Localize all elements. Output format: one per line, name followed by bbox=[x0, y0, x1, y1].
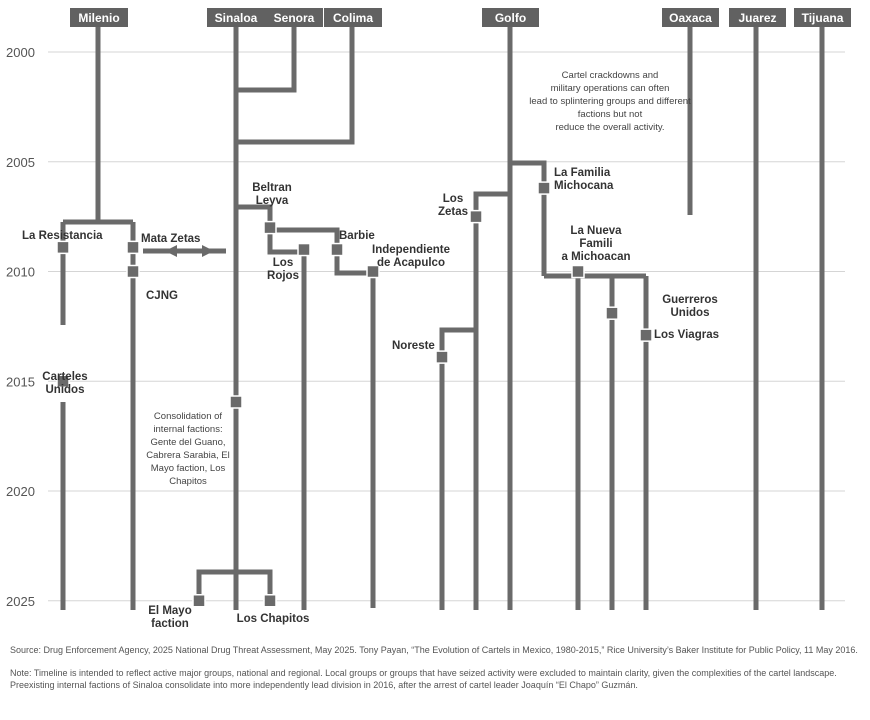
methodology-note: Note: Timeline is intended to reflect ac… bbox=[10, 668, 837, 690]
colima-merge bbox=[236, 22, 355, 145]
header-colima bbox=[324, 8, 382, 27]
node-el-mayo-faction bbox=[192, 594, 206, 608]
header-label-oaxaca: Oaxaca bbox=[669, 11, 712, 25]
year-gridlines: 2000 2005 2010 2015 2020 2025 bbox=[6, 45, 845, 609]
node-los-viagras bbox=[639, 328, 653, 342]
year-label-2015: 2015 bbox=[6, 374, 35, 389]
cartel-timeline-diagram: 2000 2005 2010 2015 2020 2025 Milenio Sinaloa S… bbox=[6, 8, 851, 630]
node-mata-zetas bbox=[126, 240, 140, 255]
header-senora bbox=[265, 8, 323, 27]
node-los-rojos bbox=[297, 242, 311, 257]
label-los-viagras: Los Viagras bbox=[654, 329, 719, 341]
label-noreste: Noreste bbox=[392, 340, 435, 352]
la-familia-branch bbox=[510, 160, 547, 276]
header-sinaloa bbox=[207, 8, 265, 27]
year-label-2005: 2005 bbox=[6, 155, 35, 170]
node-la-familia-michocana bbox=[537, 181, 551, 195]
cartel-lineage-lines bbox=[60, 22, 825, 610]
faction-nodes bbox=[56, 181, 653, 608]
year-label-2010: 2010 bbox=[6, 265, 35, 280]
node-independiente-de-acapulco bbox=[366, 264, 380, 279]
year-label-2025: 2025 bbox=[6, 594, 35, 609]
node-sinaloa-consolidation bbox=[229, 395, 243, 409]
node-la-resistancia bbox=[56, 240, 70, 255]
acapulco-branch bbox=[334, 253, 376, 608]
label-la-resistancia: La Resistancia bbox=[22, 230, 103, 242]
node-cjng bbox=[126, 264, 140, 279]
header-oaxaca bbox=[662, 8, 719, 27]
cartel-headers: Milenio Sinaloa Senora Colima Golfo Oaxaca Jua… bbox=[70, 8, 851, 27]
los-rojos-branch bbox=[267, 230, 307, 610]
node-los-zetas bbox=[469, 209, 483, 224]
header-label-golfo: Golfo bbox=[495, 11, 526, 25]
label-los-chapitos: Los Chapitos bbox=[237, 613, 310, 625]
noreste-branch bbox=[439, 327, 476, 610]
el-mayo-chapitos-split bbox=[196, 569, 236, 600]
node-barbie bbox=[330, 242, 344, 257]
arrowhead-right bbox=[202, 245, 214, 257]
los-zetas-branch bbox=[473, 191, 510, 610]
source-note: Source: Drug Enforcement Agency, 2025 Na… bbox=[10, 645, 858, 655]
label-mata-zetas: Mata Zetas bbox=[141, 233, 200, 245]
header-label-sinaloa: Sinaloa bbox=[215, 11, 258, 25]
header-tijuana bbox=[794, 8, 851, 27]
node-carteles-unidos bbox=[56, 374, 70, 388]
node-beltran-leyva bbox=[263, 220, 277, 235]
label-barbie: Barbie bbox=[339, 230, 375, 242]
los-chapitos-split bbox=[236, 569, 273, 600]
header-milenio bbox=[70, 8, 128, 27]
header-label-colima: Colima bbox=[333, 11, 373, 25]
header-juarez bbox=[729, 8, 786, 27]
header-label-juarez: Juarez bbox=[738, 11, 776, 25]
header-golfo bbox=[482, 8, 539, 27]
arrowhead-left bbox=[165, 245, 177, 257]
node-guerreros-unidos bbox=[605, 306, 619, 320]
header-label-milenio: Milenio bbox=[78, 11, 119, 25]
node-los-chapitos bbox=[263, 594, 277, 608]
node-noreste bbox=[435, 350, 449, 364]
senora-merge bbox=[236, 22, 297, 93]
label-cjng: CJNG bbox=[146, 290, 178, 302]
node-la-nueva-familia-michoacana bbox=[571, 264, 585, 279]
year-label-2020: 2020 bbox=[6, 484, 35, 499]
header-label-senora: Senora bbox=[274, 11, 315, 25]
header-label-tijuana: Tijuana bbox=[802, 11, 844, 25]
year-label-2000: 2000 bbox=[6, 45, 35, 60]
